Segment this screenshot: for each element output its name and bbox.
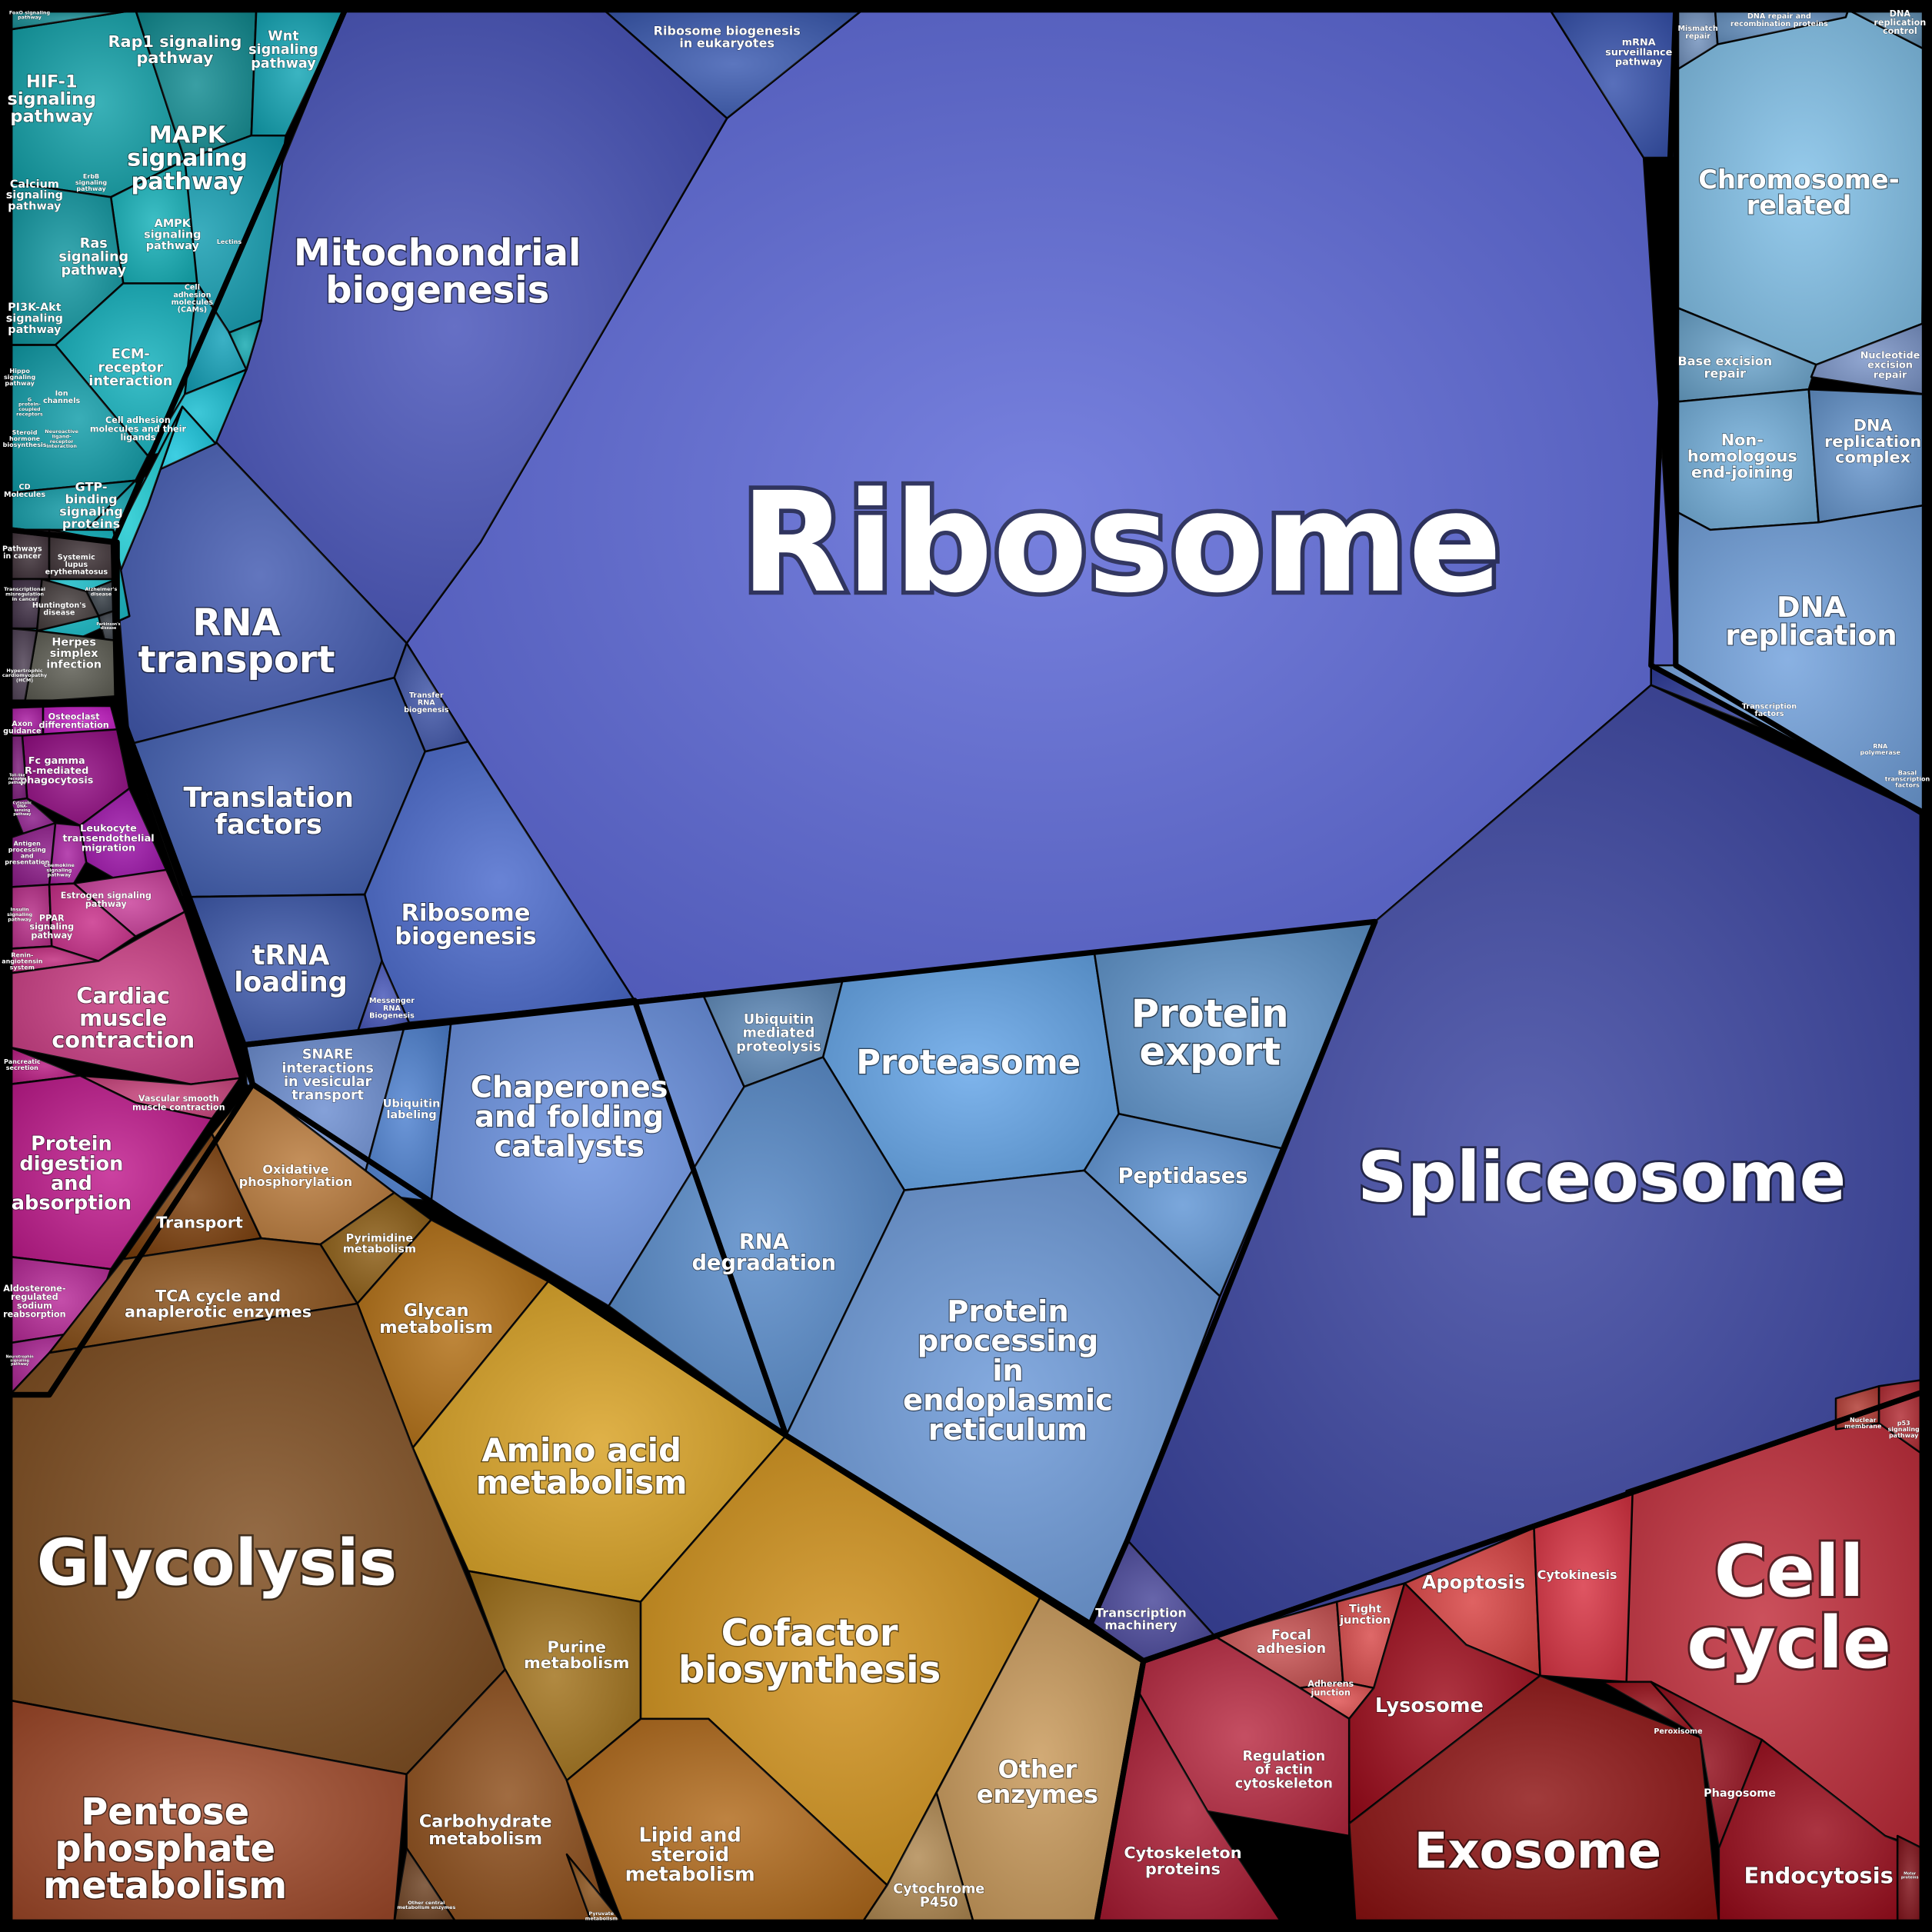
cell-chromosome[interactable] bbox=[1677, 8, 1926, 366]
cell-herpes[interactable] bbox=[23, 629, 118, 704]
cell-nhej[interactable] bbox=[1677, 388, 1820, 531]
cell-axon[interactable] bbox=[8, 705, 45, 737]
cell-dna-repl-complex[interactable] bbox=[1807, 388, 1926, 524]
pathway-cells bbox=[8, 8, 1926, 1924]
cell-insulin[interactable] bbox=[8, 883, 53, 950]
cell-motor[interactable] bbox=[1896, 1834, 1924, 1924]
cell-cancer[interactable] bbox=[8, 528, 51, 581]
